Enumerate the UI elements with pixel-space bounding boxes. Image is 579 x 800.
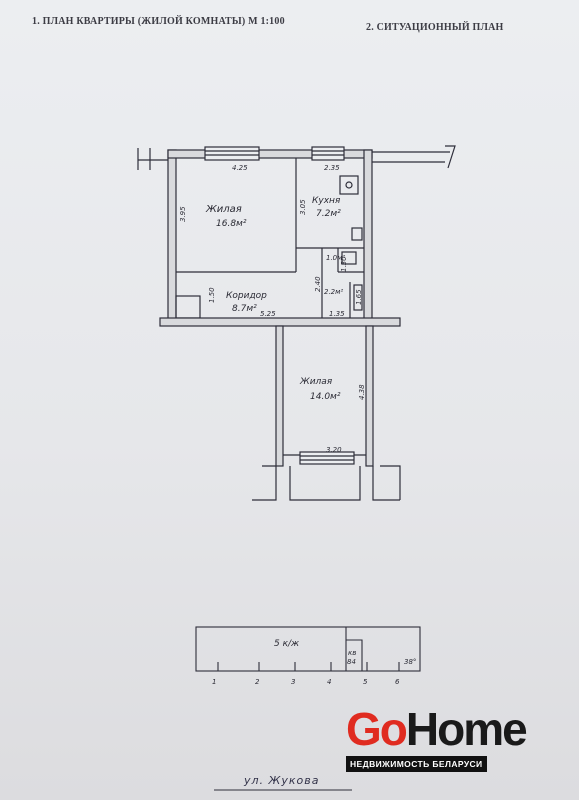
entrance-2: 2 — [255, 678, 260, 686]
window-south — [299, 451, 355, 465]
living2-name: Жилая — [299, 377, 333, 387]
wall-corridor-south — [159, 317, 401, 327]
logo-go: Go — [346, 703, 408, 755]
dim-3-20: 3.20 — [326, 446, 342, 454]
wc-area: 1.0м² — [326, 254, 345, 262]
dim-3-95: 3.95 — [179, 206, 187, 222]
dim-4-25: 4.25 — [232, 164, 248, 172]
balcony — [252, 466, 400, 501]
situation-building — [195, 626, 421, 672]
logo-wordmark: GoHome — [346, 703, 528, 755]
wall-east — [363, 149, 373, 323]
street-label: ул. Жукова — [243, 774, 320, 787]
entrance-5: 5 — [363, 678, 368, 686]
situation-plan-title: 2. СИТУАЦИОННЫЙ ПЛАН — [366, 22, 504, 33]
entrance-numbers: 1 2 3 4 5 6 — [212, 678, 400, 686]
kitchen-area: 7.2м² — [316, 209, 341, 219]
window-north-1 — [204, 146, 260, 161]
entrance-marks — [217, 662, 400, 671]
kitchen-name: Кухня — [312, 196, 341, 206]
entrance-3: 3 — [291, 678, 295, 686]
logo-tagline: НЕДВИЖИМОСТЬ БЕЛАРУСИ — [346, 756, 487, 772]
wall-lower-west — [275, 325, 284, 467]
stove — [339, 175, 359, 195]
dim-1-65: 1.65 — [355, 289, 363, 305]
logo-home: Home — [405, 703, 528, 755]
wall-west — [167, 149, 177, 323]
dim-3-05: 3.05 — [299, 199, 307, 215]
dim-5-25: 5.25 — [260, 310, 276, 318]
bath-area: 2.2м² — [324, 288, 343, 296]
entrance-1: 1 — [212, 678, 216, 686]
apartment-plan-title: 1. ПЛАН КВАРТИРЫ (ЖИЛОЙ КОМНАТЫ) М 1:100 — [32, 16, 285, 27]
wall-lower-east — [365, 325, 374, 467]
living1-name: Жилая — [205, 204, 242, 215]
living2-area: 14.0м² — [310, 392, 341, 402]
dim-1-30: 1.30 — [340, 256, 348, 272]
situation-building-label: 5 к/ж — [274, 639, 300, 649]
right-wall-stub — [372, 145, 456, 169]
corridor-name: Коридор — [226, 291, 267, 301]
gohome-logo: GoHome НЕДВИЖИМОСТЬ БЕЛАРУСИ — [346, 706, 536, 774]
situation-angle: 38° — [404, 658, 416, 666]
entrance-4: 4 — [327, 678, 331, 686]
entrance-6: 6 — [395, 678, 400, 686]
dim-1-50: 1.50 — [208, 287, 216, 303]
corridor-area: 8.7м² — [232, 304, 257, 314]
dim-2-40: 2.40 — [314, 276, 322, 292]
living1-area: 16.8м² — [216, 219, 247, 229]
left-wall-stub — [137, 148, 170, 170]
dim-1-35: 1.35 — [329, 310, 345, 318]
window-north-2 — [311, 146, 345, 161]
dim-2-35: 2.35 — [324, 164, 340, 172]
dim-4-38: 4.38 — [358, 384, 366, 400]
situation-apt-label: кв — [348, 649, 356, 657]
situation-apt-number: 84 — [347, 658, 356, 666]
